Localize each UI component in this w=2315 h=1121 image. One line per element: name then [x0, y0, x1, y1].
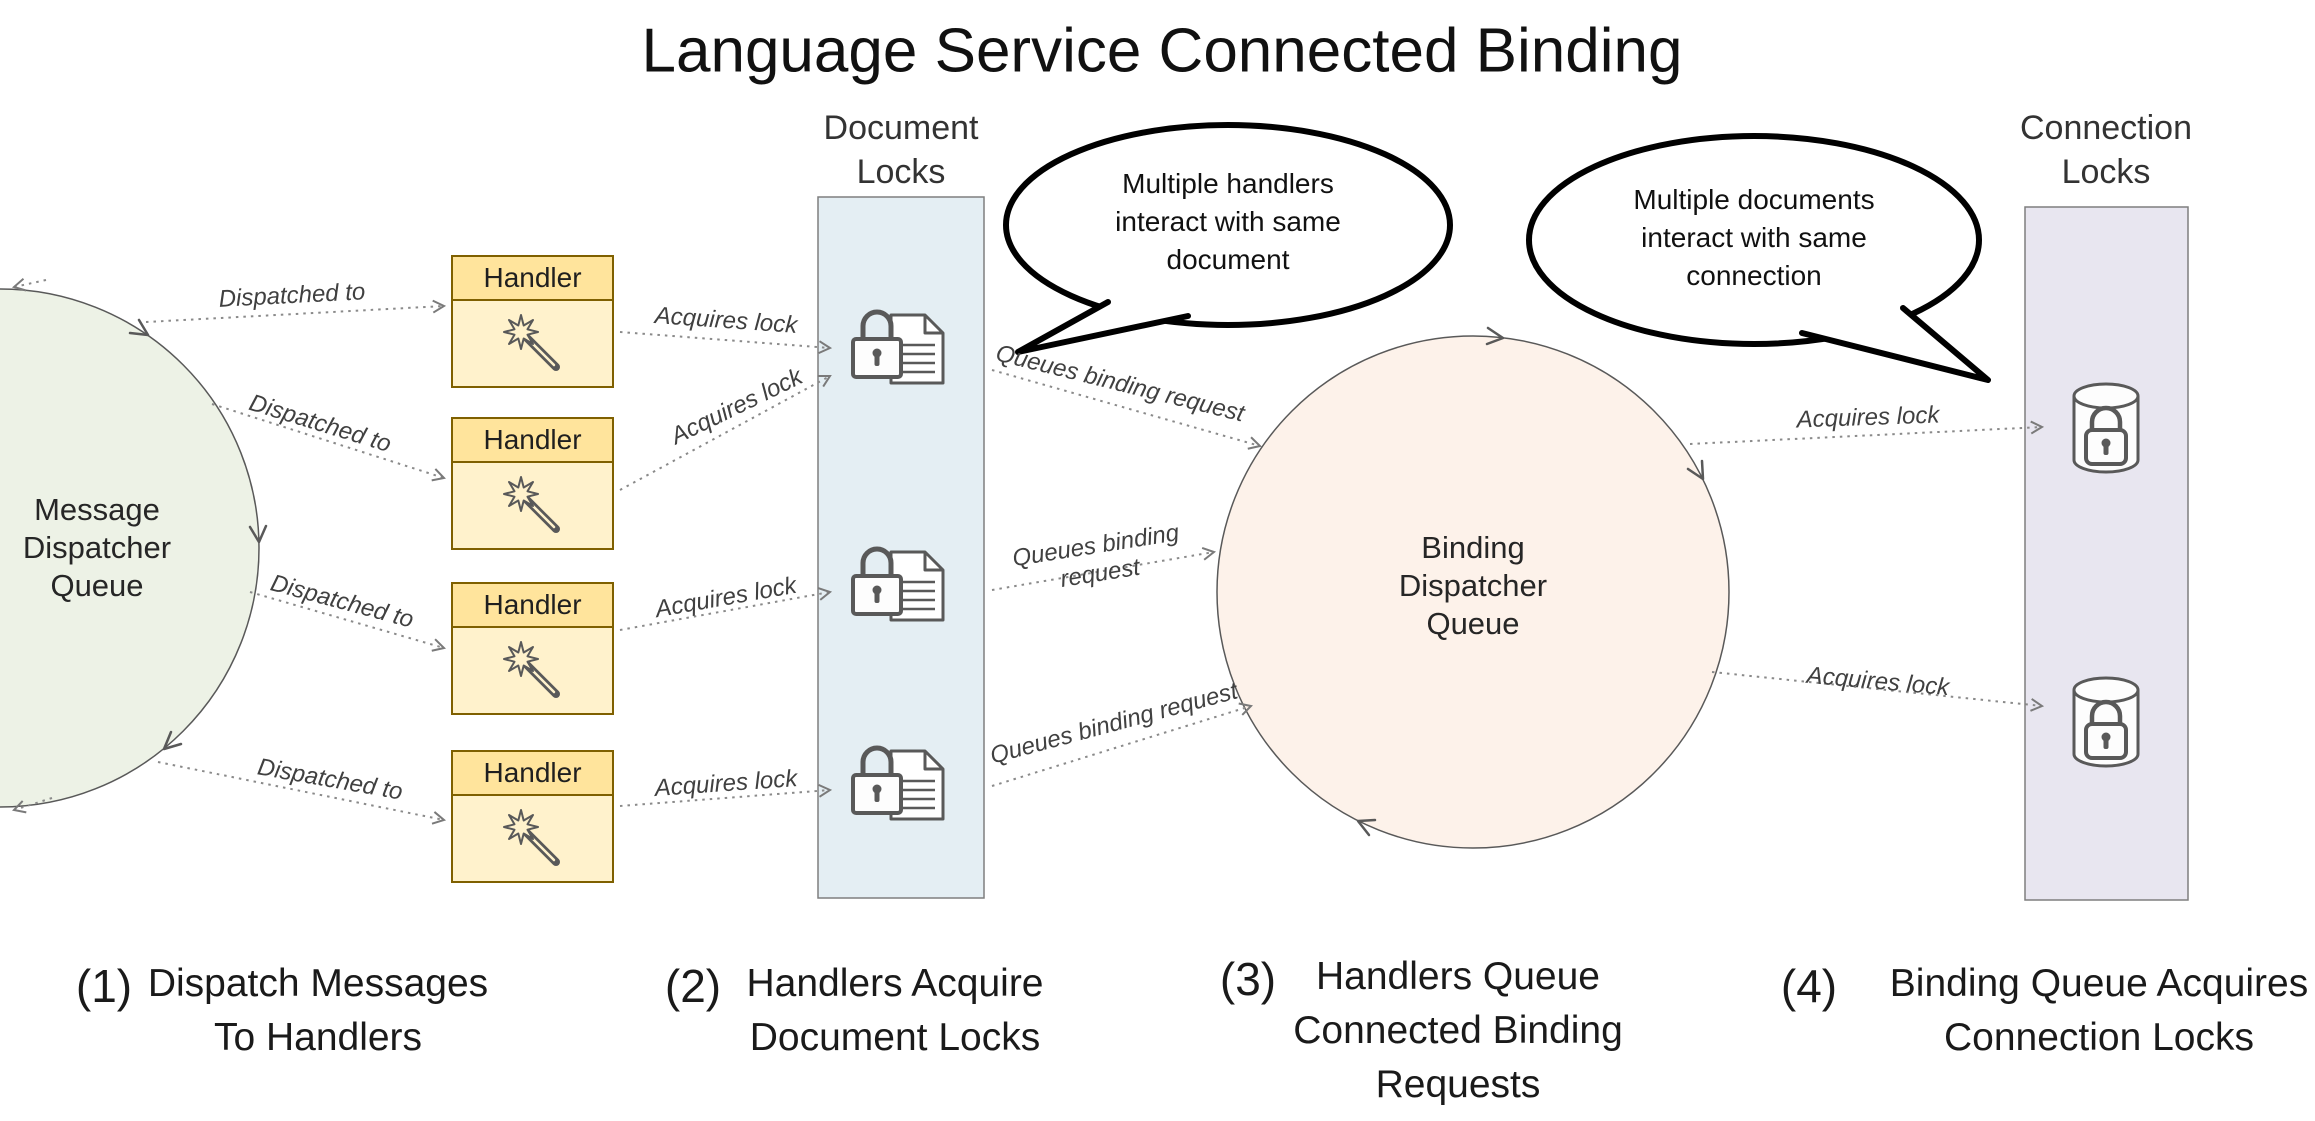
speech-bubble-handlers-text: Multiple handlers interact with same doc… [1115, 165, 1341, 279]
node-label-line: Dispatcher [22, 530, 172, 565]
connector-acquires-1 [619, 331, 833, 355]
handler-body [453, 796, 612, 881]
bubble-line: document [1166, 244, 1290, 275]
document-locks-header-line: Document [823, 109, 979, 147]
handler-title: Handler [453, 752, 612, 796]
caption-line: To Handlers [213, 1016, 423, 1059]
caption-line: Handlers Acquire [746, 962, 1044, 1005]
caption-line: Connection Locks [1943, 1016, 2255, 1059]
connection-locks-header: Connection Locks [2020, 106, 2192, 194]
connector-acquires-3 [619, 587, 833, 631]
database-lock-icon [2074, 384, 2138, 472]
node-label-line: Queue [50, 568, 144, 603]
speech-bubble-documents-text: Multiple documents interact with same co… [1633, 181, 1874, 295]
connector-acquires-conn-2 [1711, 671, 2045, 712]
handler-body [453, 628, 612, 713]
connection-locks-panel [2024, 206, 2189, 901]
flow-arrow [1686, 459, 1705, 481]
caption-4-number: (4) [1780, 960, 1838, 1012]
node-label-line: Queue [1426, 606, 1520, 641]
document-locks-header-line: Locks [856, 153, 946, 191]
magic-wand-icon [502, 313, 560, 371]
caption-2-text: Handlers Acquire Document Locks [747, 957, 1044, 1065]
connector-edge-top-left [11, 278, 47, 292]
node-label-line: Binding [1421, 530, 1525, 565]
connector-dispatched-1 [145, 299, 447, 323]
handler-box-3: Handler [451, 582, 614, 715]
caption-3-number: (3) [1219, 953, 1277, 1005]
speech-bubble-tail [1015, 299, 1191, 355]
caption-line: Binding Queue Acquires [1889, 962, 2309, 1005]
caption-1-text: Dispatch Messages To Handlers [148, 957, 488, 1065]
flow-arrow [1485, 326, 1505, 346]
connector-queues-3 [991, 702, 1253, 787]
node-label-line: Message [34, 492, 160, 527]
message-dispatcher-queue-label: Message Dispatcher Queue [23, 491, 171, 605]
node-label-line: Dispatcher [1398, 568, 1548, 603]
connection-locks-header-line: Connection [2019, 109, 2193, 147]
bubble-line: connection [1686, 260, 1822, 291]
speech-bubble-tail [1799, 305, 1991, 383]
caption-line: Document Locks [749, 1016, 1041, 1059]
bubble-line: Multiple documents [1633, 184, 1875, 215]
flow-arrow [248, 524, 268, 544]
edge-label-acquires-lock: Acquires lock [1796, 401, 1940, 434]
connector-queues-2 [991, 546, 1217, 591]
binding-dispatcher-queue-label: Binding Dispatcher Queue [1399, 529, 1547, 643]
caption-2-number: (2) [664, 960, 722, 1012]
connector-acquires-4 [619, 783, 833, 807]
connection-locks-header-line: Locks [2061, 153, 2151, 191]
bubble-line: interact with same [1115, 206, 1341, 237]
connectors [11, 278, 2045, 825]
binding-dispatcher-queue-shape [1216, 335, 1730, 849]
message-dispatcher-queue-shape [0, 288, 260, 808]
handler-box-1: Handler [451, 255, 614, 388]
connector-queues-1 [991, 369, 1263, 450]
database-lock-icon [2074, 678, 2138, 766]
speech-bubble-ellipse [1003, 122, 1453, 328]
handler-body [453, 301, 612, 386]
caption-line: Handlers Queue [1315, 955, 1601, 998]
queue-flow-arrows [128, 318, 1705, 837]
caption-4-text: Binding Queue Acquires Connection Locks [1890, 957, 2308, 1065]
magic-wand-icon [502, 640, 560, 698]
bubble-line: Multiple handlers [1122, 168, 1334, 199]
handler-title: Handler [453, 257, 612, 301]
handler-body [453, 463, 612, 548]
speech-bubble-documents [1526, 133, 1991, 383]
handler-title: Handler [453, 419, 612, 463]
handler-box-2: Handler [451, 417, 614, 550]
flow-arrow [128, 318, 150, 337]
bubble-line: interact with same [1641, 222, 1867, 253]
caption-3-text: Handlers Queue Connected Binding Request… [1293, 950, 1623, 1112]
magic-wand-icon [502, 808, 560, 866]
page-title: Language Service Connected Binding [641, 16, 1683, 86]
speech-bubble-ellipse [1526, 133, 1982, 347]
magic-wand-icon [502, 475, 560, 533]
speech-bubble-handlers [1003, 122, 1453, 355]
handler-box-4: Handler [451, 750, 614, 883]
flow-arrow [1356, 818, 1377, 837]
caption-line: Requests [1375, 1063, 1541, 1106]
document-locks-header: Document Locks [824, 106, 979, 194]
connector-acquires-conn-1 [1689, 420, 2045, 445]
handler-title: Handler [453, 584, 612, 628]
connector-acquires-2 [619, 374, 832, 491]
caption-1-number: (1) [75, 960, 133, 1012]
caption-line: Dispatch Messages [147, 962, 489, 1005]
caption-line: Connected Binding [1293, 1009, 1623, 1052]
flow-arrow [162, 730, 183, 751]
connector-dispatched-2 [211, 403, 446, 482]
